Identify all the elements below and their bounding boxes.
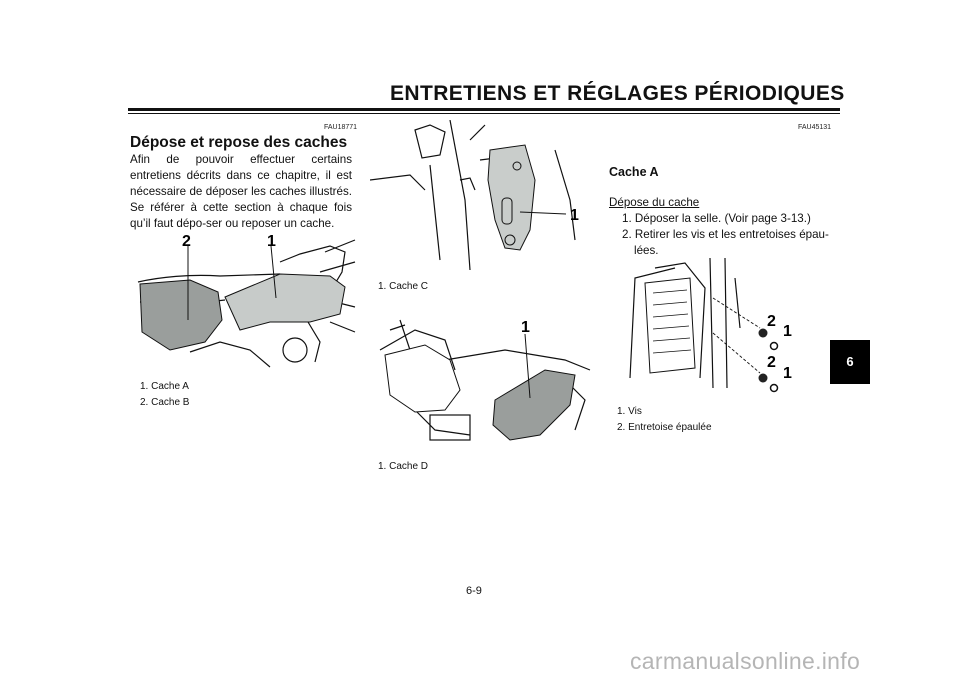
left-code: FAU18771 [324,124,358,131]
procedure-heading: Dépose du cache [609,196,700,209]
callout-screw-bottom: 1 [783,365,792,382]
step-2: 2. Retirer les vis et les entretoises ép… [622,228,829,241]
figure-cache-c: 1 [370,120,579,270]
page-number: 6-9 [466,585,482,597]
callout-1: 1 [267,233,276,250]
caption-cache-b: 2. Cache B [140,397,190,408]
callout-spacer-bottom: 2 [767,354,776,371]
right-code: FAU45131 [798,124,832,131]
watermark: carmanualsonline.info [630,648,861,674]
header-rule [128,108,840,111]
caption-cache-a: 1. Cache A [140,381,189,392]
step-2-continued: lées. [634,244,659,257]
subsection-title: Cache A [609,165,659,179]
callout-screw-top: 1 [783,323,792,340]
callout-cache-c: 1 [570,207,579,224]
chapter-tab: 6 [830,340,870,384]
header-rule-thin [128,113,840,114]
page-header-title: ENTRETIENS ET RÉGLAGES PÉRIODIQUES [390,82,845,105]
intro-paragraph: Afin de pouvoir effectuer certains entre… [130,153,352,230]
caption-cache-c: 1. Cache C [378,281,429,292]
figure-screws-spacers: 2 1 2 1 [629,258,792,393]
callout-2: 2 [182,233,191,250]
callout-spacer-top: 2 [767,313,776,330]
step-1: 1. Déposer la selle. (Voir page 3-13.) [622,212,811,225]
section-title: Dépose et repose des caches [130,134,348,151]
figure-cache-d: 1 [379,319,591,441]
caption-screw: 1. Vis [617,406,642,417]
figure-cache-a-b: 2 1 [137,233,356,368]
caption-spacer: 2. Entretoise épaulée [617,422,712,433]
callout-cache-d: 1 [521,319,530,336]
caption-cache-d: 1. Cache D [378,461,429,472]
